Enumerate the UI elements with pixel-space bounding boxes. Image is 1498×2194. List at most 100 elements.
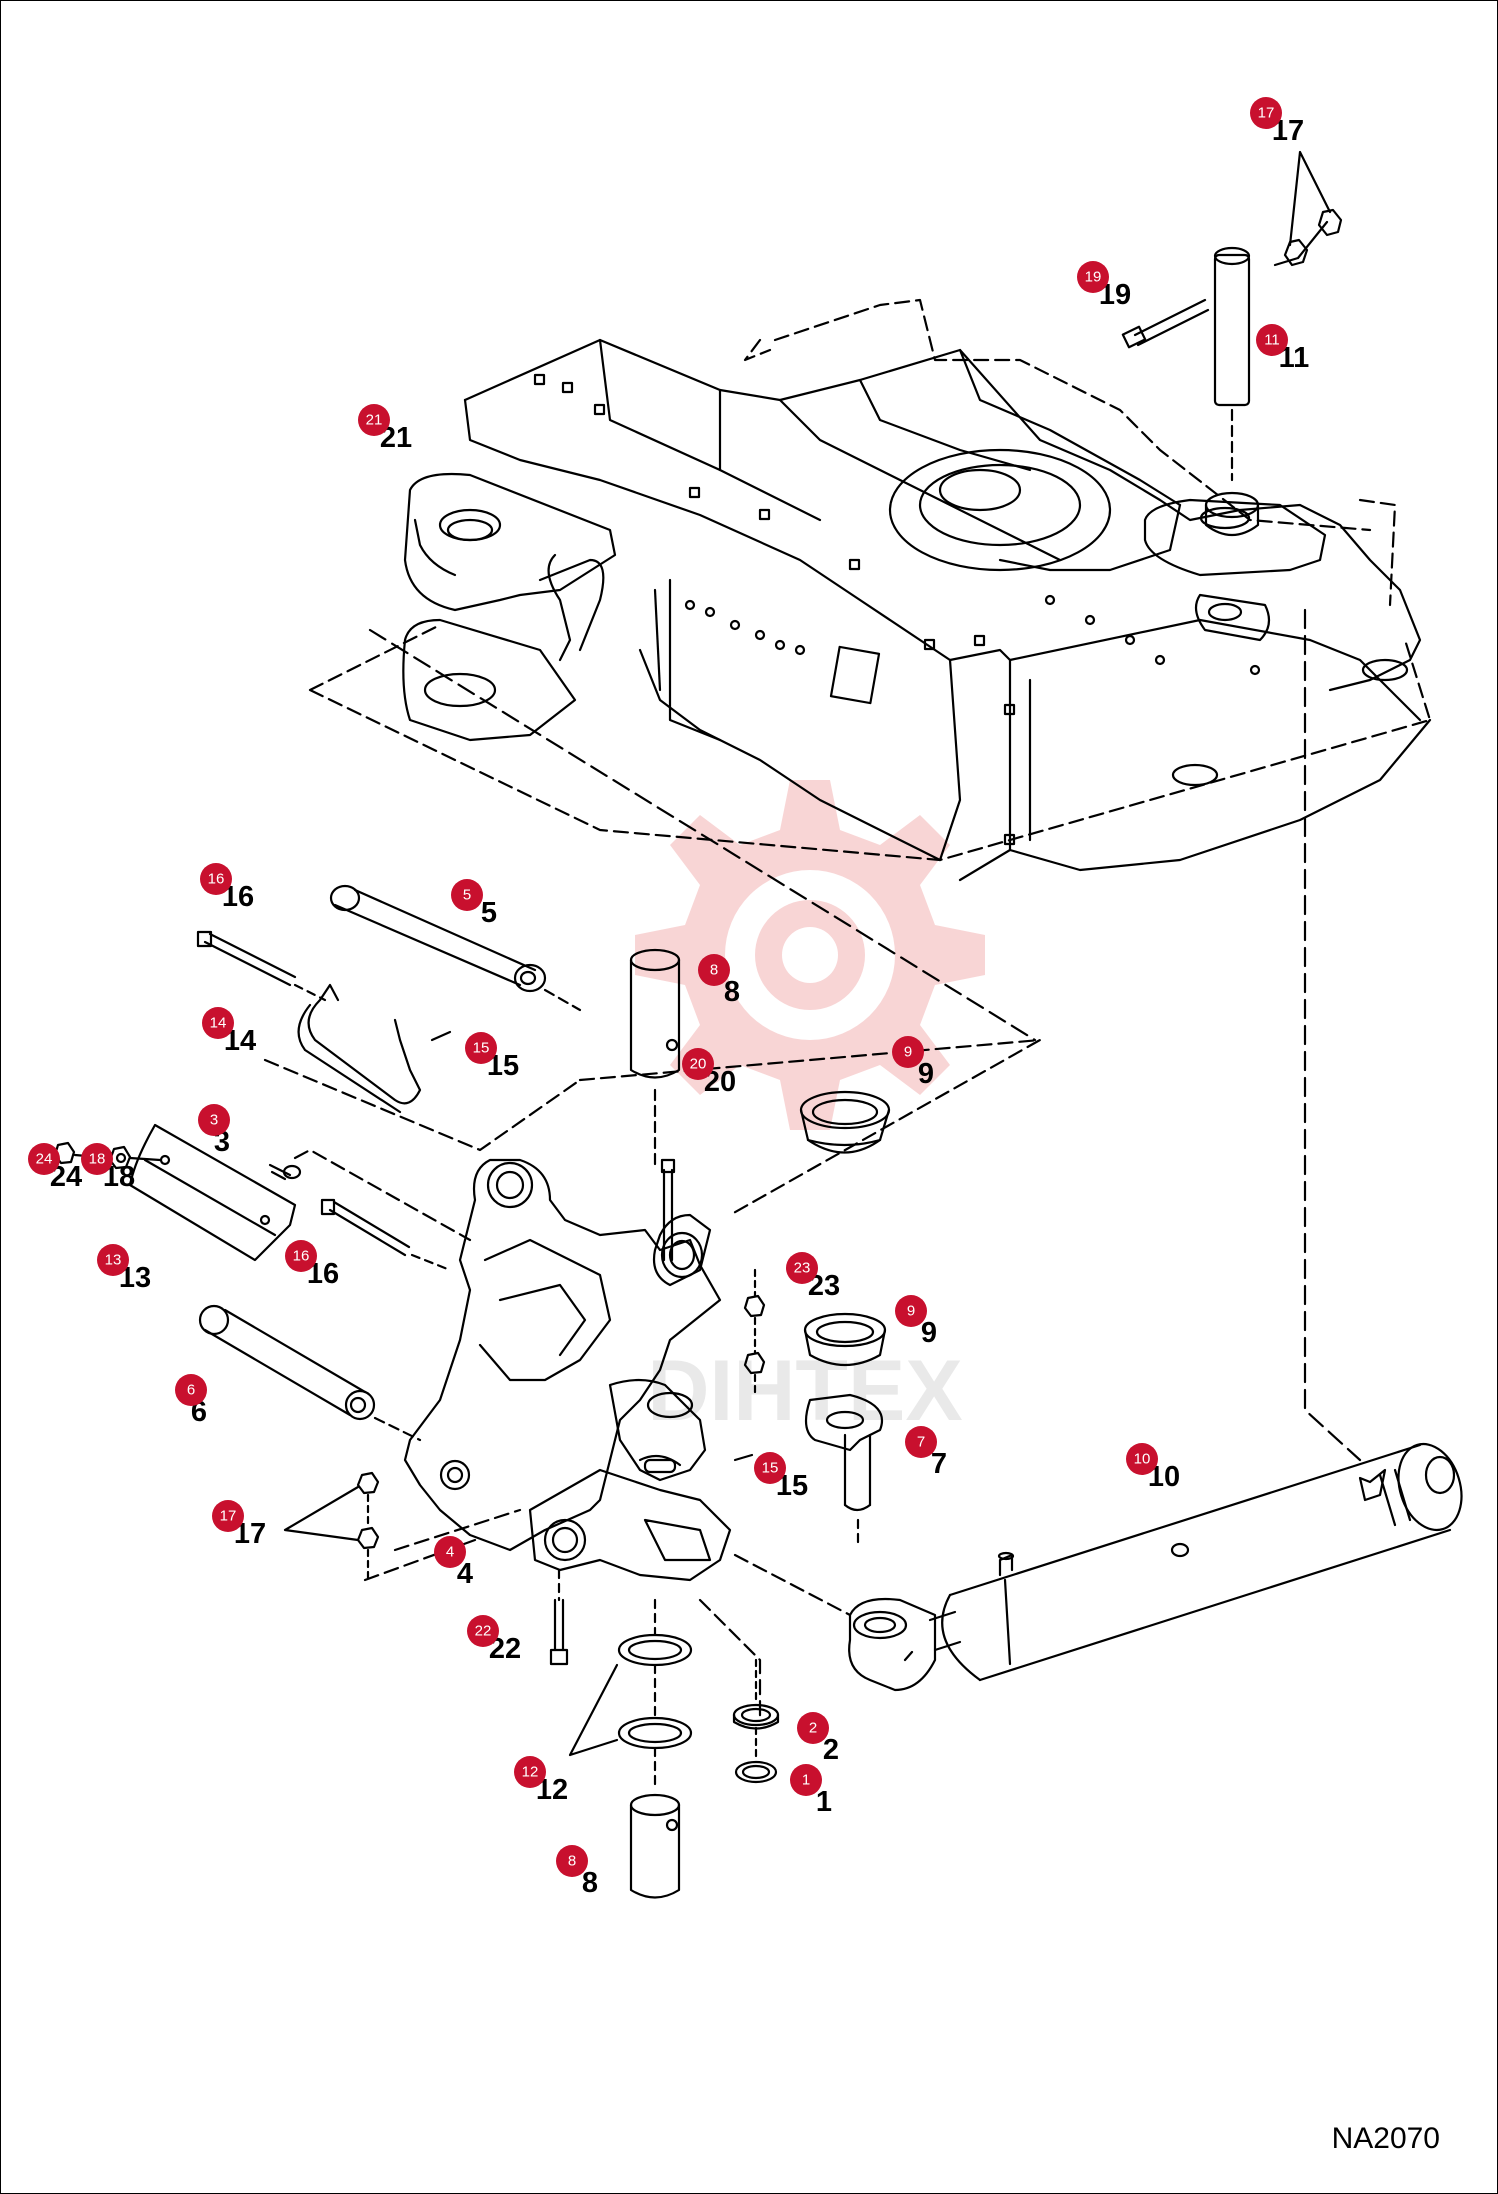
callout-badge — [556, 1845, 588, 1877]
upper-frame-part — [308, 298, 1432, 882]
callout-badge-number: 21 — [366, 412, 383, 429]
bushing-8-top-part — [629, 948, 681, 1172]
shim-12-part — [617, 1598, 693, 1792]
callout-badge-number: 23 — [794, 1260, 811, 1277]
callout-badge — [212, 1500, 244, 1532]
callout-badge — [451, 879, 483, 911]
leader-12 — [568, 1663, 619, 1757]
callout-badge — [285, 1240, 317, 1272]
callout-badge — [754, 1452, 786, 1484]
callout-c6[interactable]: 66 — [175, 1374, 207, 1428]
callout-c5[interactable]: 55 — [451, 879, 497, 929]
callout-badge-number: 18 — [89, 1151, 106, 1168]
callout-badge-number: 4 — [446, 1544, 454, 1561]
pin-15-lower — [733, 1453, 754, 1462]
assembly-axis-right — [1303, 608, 1362, 1462]
callout-part-number: 9 — [921, 1317, 937, 1349]
guard-13-part — [128, 1123, 297, 1262]
callout-c8a[interactable]: 88 — [698, 954, 740, 1008]
callout-badge-number: 2 — [809, 1720, 817, 1737]
callout-c8b[interactable]: 88 — [556, 1845, 598, 1899]
callout-part-number: 2 — [823, 1734, 839, 1766]
callout-badge — [514, 1756, 546, 1788]
leader-17-lower — [283, 1485, 360, 1542]
callout-c7[interactable]: 77 — [905, 1426, 947, 1480]
callout-part-number: 8 — [724, 976, 740, 1008]
callout-c9a[interactable]: 99 — [892, 1036, 934, 1090]
callout-badge — [28, 1143, 60, 1175]
callout-badge — [895, 1295, 927, 1327]
bolt-19-part — [1121, 298, 1210, 349]
callout-c2[interactable]: 22 — [797, 1712, 839, 1766]
callout-c1[interactable]: 11 — [790, 1764, 832, 1818]
callout-badge — [202, 1007, 234, 1039]
callout-badge-number: 8 — [710, 962, 718, 979]
callout-c3[interactable]: 33 — [198, 1104, 230, 1158]
drawing-number: NA2070 — [1331, 2122, 1440, 2155]
callout-part-number: 9 — [918, 1058, 934, 1090]
pin-15-top — [430, 1030, 452, 1042]
axis-14 — [263, 1058, 582, 1152]
callout-badge — [1256, 324, 1288, 356]
callout-badge-number: 10 — [1134, 1451, 1151, 1468]
bolt-16-lower-part — [320, 1198, 452, 1272]
callout-c4[interactable]: 44 — [434, 1536, 473, 1590]
callout-badge — [358, 404, 390, 436]
callout-badge — [905, 1426, 937, 1458]
callout-badge — [698, 954, 730, 986]
callout-badge — [790, 1764, 822, 1796]
callout-badge-number: 24 — [36, 1151, 53, 1168]
pin-5-part — [329, 884, 582, 1012]
pivot-pin-7-part — [804, 1393, 883, 1547]
callout-badge-number: 12 — [522, 1764, 539, 1781]
callout-badge — [175, 1374, 207, 1406]
seal-9-lower-part — [803, 1312, 887, 1366]
callout-badge-number: 9 — [907, 1303, 915, 1320]
callout-part-number: 4 — [457, 1558, 473, 1590]
callout-badge — [1126, 1443, 1158, 1475]
callout-badge-number: 15 — [473, 1040, 490, 1057]
callout-badge-number: 22 — [475, 1623, 492, 1640]
callout-part-number: 1 — [816, 1786, 832, 1818]
seal-9-top-part — [799, 1090, 891, 1154]
callout-badge-number: 16 — [293, 1248, 310, 1265]
nut-17-top-part — [1273, 208, 1343, 267]
leader-17-top — [1288, 150, 1332, 247]
callout-badge-number: 13 — [105, 1252, 122, 1269]
callout-badge-number: 7 — [917, 1434, 925, 1451]
callout-badge — [1077, 261, 1109, 293]
washer-2-part — [732, 1703, 780, 1730]
callout-badge-number: 1 — [802, 1772, 810, 1789]
callout-badge-number: 17 — [1258, 105, 1275, 122]
callout-badge — [892, 1036, 924, 1068]
callout-badge-number: 6 — [187, 1382, 195, 1399]
axis-9-top — [578, 1038, 1042, 1217]
nut-23-part — [743, 1268, 766, 1397]
callout-badge — [81, 1143, 113, 1175]
callout-badge-number: 3 — [210, 1112, 218, 1129]
callout-c9b[interactable]: 99 — [895, 1295, 937, 1349]
callout-badge-number: 15 — [762, 1460, 779, 1477]
nut-17-lower-part — [356, 1471, 380, 1582]
pin-3-part — [268, 1163, 302, 1181]
clip-14-part — [297, 983, 422, 1114]
